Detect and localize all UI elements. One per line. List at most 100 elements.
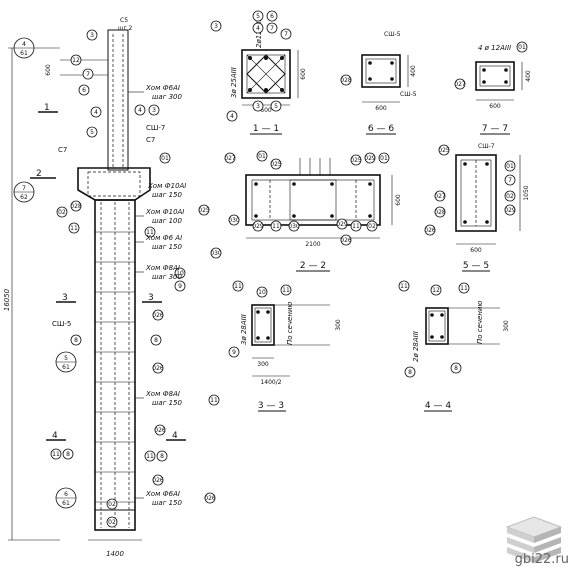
svg-text:029: 029 bbox=[364, 155, 376, 162]
svg-text:6: 6 bbox=[82, 87, 86, 94]
svg-text:8: 8 bbox=[454, 365, 458, 372]
svg-text:4: 4 bbox=[94, 109, 98, 116]
svg-text:11: 11 bbox=[146, 229, 154, 236]
svg-text:Хом Ф8АI: Хом Ф8АI bbox=[145, 264, 180, 272]
svg-text:5: 5 bbox=[274, 103, 278, 110]
section-1-1: 600 600 3ø 25АIII 2ø12АIII 1 — 1 5 4 6 7… bbox=[210, 10, 307, 135]
bar-top-label: С5 bbox=[120, 17, 128, 24]
svg-text:11: 11 bbox=[146, 453, 154, 460]
svg-text:61: 61 bbox=[62, 500, 70, 507]
svg-text:3: 3 bbox=[152, 107, 156, 114]
svg-text:4: 4 bbox=[256, 25, 260, 32]
svg-text:027: 027 bbox=[454, 81, 466, 88]
svg-text:9: 9 bbox=[178, 283, 182, 290]
svg-text:400: 400 bbox=[525, 70, 532, 82]
svg-text:шаг 100: шаг 100 bbox=[152, 217, 183, 225]
section-5-5-title: 5 — 5 bbox=[463, 261, 489, 271]
svg-text:12: 12 bbox=[432, 287, 440, 294]
svg-text:10: 10 bbox=[176, 270, 184, 277]
svg-text:шаг 300: шаг 300 bbox=[152, 273, 183, 281]
height-dimension: 16050 bbox=[3, 288, 11, 311]
svg-text:Хом Ф10АI: Хом Ф10АI bbox=[147, 182, 186, 190]
svg-text:026: 026 bbox=[152, 312, 164, 319]
svg-text:028: 028 bbox=[70, 203, 82, 210]
svg-text:026: 026 bbox=[204, 495, 216, 502]
section-4-4-title: 4 — 4 bbox=[425, 401, 451, 411]
top-dimension: 600 bbox=[45, 64, 52, 76]
svg-text:1400/2: 1400/2 bbox=[260, 379, 281, 386]
svg-text:300: 300 bbox=[503, 320, 510, 332]
svg-text:300: 300 bbox=[257, 361, 269, 368]
svg-text:12: 12 bbox=[72, 57, 80, 64]
svg-text:5: 5 bbox=[90, 129, 94, 136]
svg-text:11: 11 bbox=[52, 451, 60, 458]
section-marker-2: 2 bbox=[36, 169, 42, 179]
position-markers: 3 12 7 6 4 5 4 3 01 02 028 11 11 025 030… bbox=[50, 29, 222, 528]
svg-text:5: 5 bbox=[256, 13, 260, 20]
svg-text:600: 600 bbox=[300, 68, 307, 80]
svg-text:3: 3 bbox=[214, 23, 218, 30]
svg-text:7: 7 bbox=[22, 185, 26, 192]
svg-text:9: 9 bbox=[232, 349, 236, 356]
section-6-6: СШ-5 СШ-5 600 400 028 6 — 6 bbox=[340, 31, 417, 135]
svg-text:11: 11 bbox=[400, 283, 408, 290]
svg-text:4: 4 bbox=[230, 113, 234, 120]
svg-text:600: 600 bbox=[395, 194, 402, 206]
svg-text:61: 61 bbox=[62, 364, 70, 371]
svg-text:10: 10 bbox=[258, 289, 266, 296]
svg-text:8: 8 bbox=[66, 451, 70, 458]
svg-text:7: 7 bbox=[86, 71, 90, 78]
svg-text:02: 02 bbox=[58, 209, 66, 216]
svg-text:025: 025 bbox=[198, 207, 210, 214]
svg-text:025: 025 bbox=[350, 157, 362, 164]
svg-text:600: 600 bbox=[375, 105, 387, 112]
section-marker-3-right: 3 bbox=[148, 293, 154, 303]
svg-text:02: 02 bbox=[108, 501, 116, 508]
svg-text:600: 600 bbox=[470, 247, 482, 254]
site-watermark: gbi22.ru bbox=[514, 552, 569, 567]
cw5-label: СШ-5 bbox=[52, 320, 71, 328]
svg-text:026: 026 bbox=[424, 227, 436, 234]
svg-text:шаг 150: шаг 150 bbox=[152, 499, 183, 507]
svg-text:7: 7 bbox=[284, 31, 288, 38]
svg-text:1050: 1050 bbox=[523, 185, 530, 200]
svg-text:4: 4 bbox=[22, 41, 26, 48]
stirrup-notes: Хом Ф6АI шаг 300 Хом Ф10АI шаг 150 Хом Ф… bbox=[128, 84, 186, 507]
svg-text:Хом Ф8АI: Хом Ф8АI bbox=[145, 390, 180, 398]
section-4-4: 2ø 28АIII По сечению 300 11 12 11 8 8 4 … bbox=[398, 280, 510, 412]
svg-text:Хом Ф6АI: Хом Ф6АI bbox=[145, 490, 180, 498]
stack-logo-icon bbox=[505, 516, 563, 563]
width-dimension: 1400 bbox=[106, 550, 124, 558]
svg-text:шаг 150: шаг 150 bbox=[152, 243, 183, 251]
svg-text:62: 62 bbox=[20, 194, 28, 201]
svg-text:11: 11 bbox=[282, 287, 290, 294]
svg-text:2ø12АIII: 2ø12АIII bbox=[255, 19, 263, 48]
svg-text:026: 026 bbox=[340, 237, 352, 244]
svg-text:11: 11 bbox=[352, 223, 360, 230]
section-7-7: 4 ø 12АIII 01 027 600 400 7 — 7 bbox=[454, 41, 532, 135]
svg-text:3: 3 bbox=[90, 32, 94, 39]
svg-text:029: 029 bbox=[504, 207, 516, 214]
svg-text:3ø 25АIII: 3ø 25АIII bbox=[230, 67, 238, 98]
svg-text:025: 025 bbox=[270, 161, 282, 168]
svg-text:030: 030 bbox=[288, 223, 300, 230]
detail-ref-middle: 5 61 bbox=[55, 351, 77, 373]
svg-text:600: 600 bbox=[260, 107, 272, 114]
section-marker-1: 1 bbox=[44, 103, 50, 113]
detail-ref-top: 4 61 bbox=[13, 37, 35, 59]
svg-text:2100: 2100 bbox=[305, 241, 320, 248]
svg-text:01: 01 bbox=[258, 153, 266, 160]
svg-text:По сечению: По сечению bbox=[476, 301, 484, 344]
corbel-cw7: СШ-7 bbox=[146, 124, 165, 132]
svg-text:027: 027 bbox=[434, 193, 446, 200]
section-3-3-title: 3 — 3 bbox=[258, 401, 284, 411]
section-marker-4: 4 bbox=[52, 431, 58, 441]
section-6-6-title: 6 — 6 bbox=[368, 124, 394, 134]
svg-text:7: 7 bbox=[508, 177, 512, 184]
svg-text:11: 11 bbox=[272, 223, 280, 230]
svg-text:СШ-5: СШ-5 bbox=[384, 31, 401, 38]
svg-text:5: 5 bbox=[64, 355, 68, 362]
svg-text:шаг 150: шаг 150 bbox=[152, 191, 183, 199]
svg-text:600: 600 bbox=[489, 103, 501, 110]
